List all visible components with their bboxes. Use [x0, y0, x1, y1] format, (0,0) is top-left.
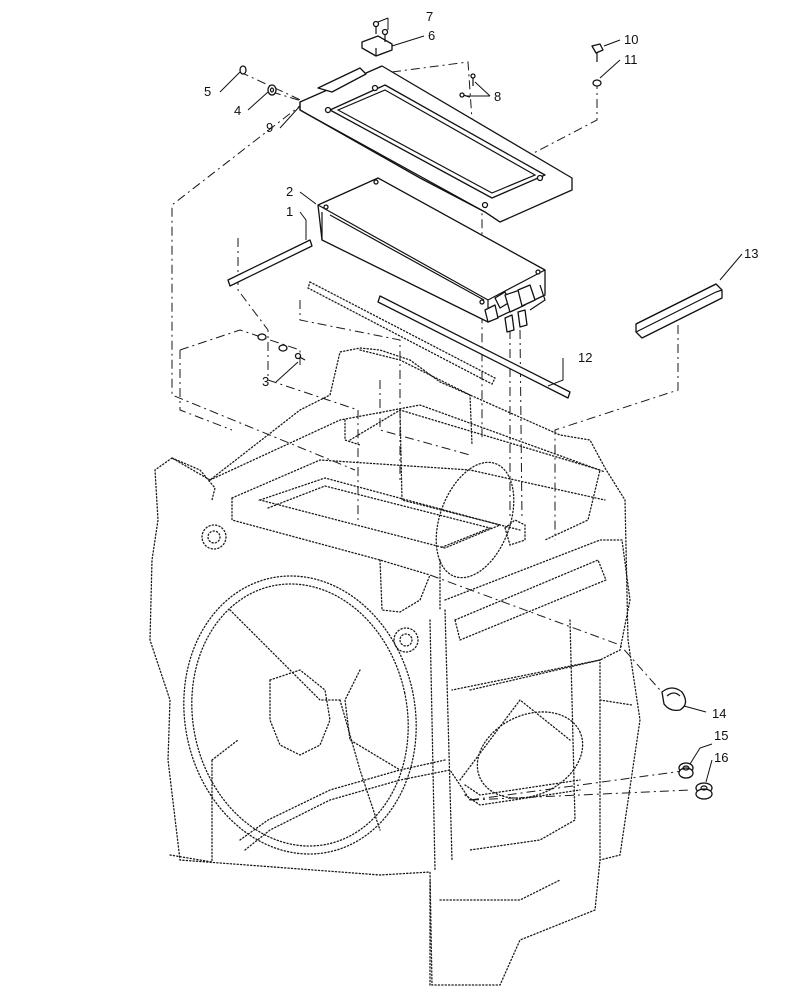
- callout-16: 16: [714, 750, 728, 765]
- bolt-nut: [591, 43, 604, 87]
- seal-strip-12: [377, 295, 571, 399]
- callout-labels: 1 2 3 4 5 6 7 8 9 10 11 12 13 14 15 16: [204, 9, 758, 765]
- seal-strip-1: [227, 239, 313, 287]
- callout-1: 1: [286, 204, 293, 219]
- heater-housing: [149, 347, 641, 986]
- fasteners-8: [459, 73, 476, 98]
- callout-11: 11: [624, 52, 638, 67]
- callout-9: 9: [266, 120, 273, 135]
- callout-6: 6: [428, 28, 435, 43]
- callout-8: 8: [494, 89, 501, 104]
- callout-3: 3: [262, 374, 269, 389]
- foam-seal-13: [635, 283, 723, 339]
- screws: [372, 20, 389, 42]
- o-ring: [661, 687, 687, 712]
- cover-plate: [299, 65, 573, 223]
- callout-10: 10: [624, 32, 638, 47]
- callout-13: 13: [744, 246, 758, 261]
- washers: [239, 65, 277, 96]
- seal-strip-dotted: [307, 281, 496, 385]
- callout-2: 2: [286, 184, 293, 199]
- heater-core: [317, 177, 546, 333]
- grommet-16: [695, 782, 713, 800]
- callout-12: 12: [578, 350, 592, 365]
- callout-4: 4: [234, 103, 241, 118]
- grommet-15: [678, 762, 694, 779]
- leader-lines: [219, 17, 743, 783]
- callout-15: 15: [714, 728, 728, 743]
- callout-14: 14: [712, 706, 726, 721]
- callout-7: 7: [426, 9, 433, 24]
- screw-3: [257, 333, 306, 361]
- callout-5: 5: [204, 84, 211, 99]
- bracket: [361, 35, 393, 57]
